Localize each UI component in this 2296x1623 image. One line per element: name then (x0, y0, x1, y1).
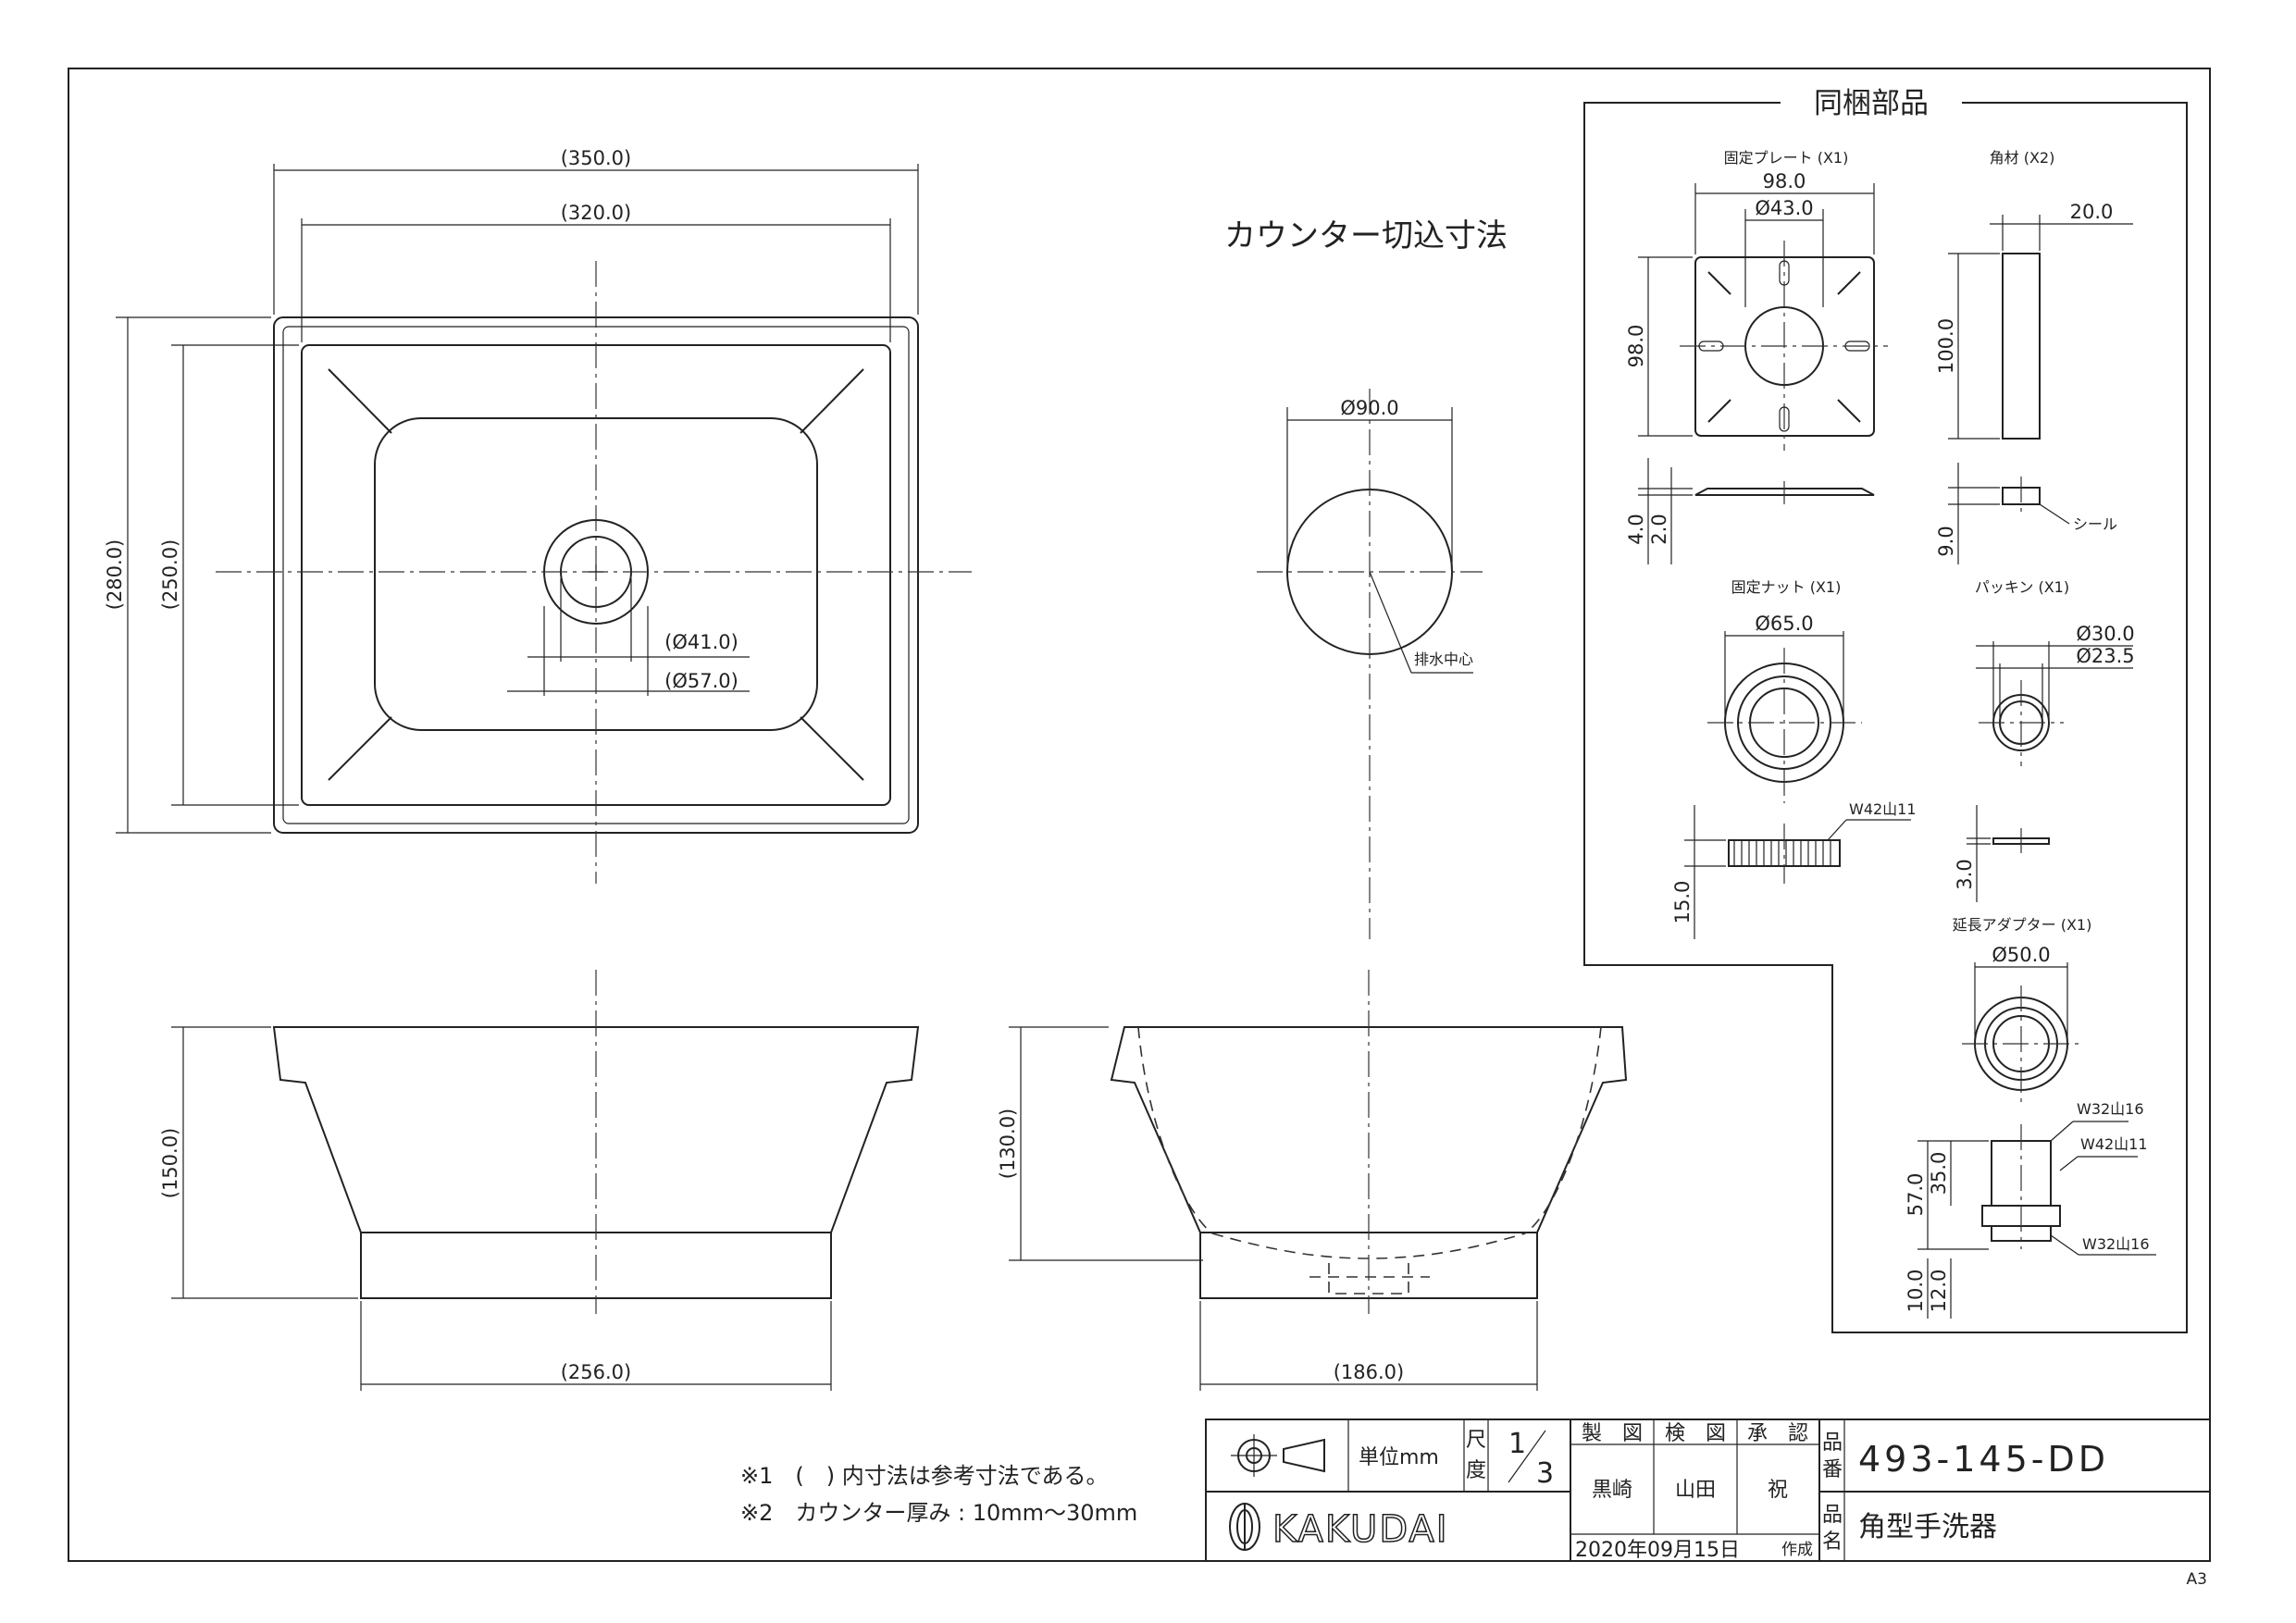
drawn-label: 製 図 (1582, 1422, 1643, 1445)
note-2: ※2 カウンター厚み : 10mm〜30mm (740, 1500, 1137, 1526)
seal-label: シール (2073, 515, 2117, 533)
dim-width-320: (320.0) (561, 202, 632, 224)
approved-label: 承 認 (1747, 1422, 1808, 1445)
adapter-label: 延長アダプター (X1) (1953, 916, 2092, 934)
included-parts-panel: 同梱部品 固定プレート (X1) 98.0 Ø43.0 98.0 4.0 (1583, 87, 2188, 1333)
adapter-thread-bottom: W32山16 (2082, 1235, 2150, 1253)
side-dim-186: (186.0) (1334, 1361, 1405, 1383)
adapter-dim-total: 57.0 (1905, 1173, 1927, 1217)
checked-label: 検 図 (1665, 1422, 1726, 1445)
front-basin-outline (272, 1026, 920, 1299)
part-number: 493-145-DD (1858, 1439, 2109, 1480)
side-dim-130: (130.0) (997, 1109, 1019, 1180)
plate-dim-hole: Ø43.0 (1755, 197, 1813, 219)
dim-drain-57: (Ø57.0) (664, 670, 738, 692)
adapter-dim-lower2: 12.0 (1928, 1270, 1950, 1313)
counter-cutout: カウンター切込寸法 Ø90.0 排水中心 (1224, 217, 1508, 939)
plate-dim-width: 98.0 (1763, 170, 1806, 192)
nut-dim-diameter: Ø65.0 (1755, 613, 1813, 635)
kakudai-logo: KAKUDAI (1229, 1503, 1449, 1552)
packing-dim-outer: Ø30.0 (2076, 623, 2134, 645)
date: 2020年09月15日 (1575, 1539, 1740, 1562)
sheet-border (68, 68, 2211, 1562)
scale-numerator: 1 (1508, 1428, 1526, 1460)
checked-by: 山田 (1675, 1479, 1716, 1502)
nut-label: 固定ナット (X1) (1731, 578, 1842, 596)
bar-dim-width: 20.0 (2070, 201, 2114, 223)
name-label-1: 品 (1822, 1504, 1843, 1527)
note-1: ※1 ( ) 内寸法は参考寸法である。 (740, 1463, 1109, 1489)
parts-panel-border (1583, 102, 2188, 1333)
parts-panel-title: 同梱部品 (1814, 87, 1929, 120)
title-block: 単位mm 尺 度 1 3 製 図 検 図 承 認 黒崎 山田 祝 2020年09… (1205, 1419, 2211, 1562)
front-dim-256: (256.0) (561, 1361, 632, 1383)
plate-label: 固定プレート (X1) (1724, 149, 1849, 167)
bar-dim-thickness: 9.0 (1935, 526, 1957, 556)
drawn-by: 黒崎 (1592, 1479, 1632, 1502)
approved-by: 祝 (1768, 1479, 1788, 1502)
created-label: 作成 (1781, 1541, 1813, 1559)
cutout-title: カウンター切込寸法 (1224, 217, 1508, 254)
adapter-dim-lower1: 10.0 (1905, 1270, 1927, 1313)
adapter-dim-diameter: Ø50.0 (1992, 944, 2050, 966)
packing-dim-inner: Ø23.5 (2076, 645, 2134, 667)
front-dim-150: (150.0) (159, 1128, 181, 1199)
side-view: (130.0) (186.0) (997, 970, 1628, 1391)
packing-dim-thickness: 3.0 (1954, 859, 1976, 889)
side-basin-outline (1110, 1026, 1628, 1299)
scale-label-1: 尺 (1466, 1429, 1486, 1452)
nut-dim-height: 15.0 (1671, 881, 1694, 924)
adapter-thread-top: W32山16 (2077, 1100, 2144, 1118)
drain-center-label: 排水中心 (1414, 650, 1473, 668)
dim-drain-41: (Ø41.0) (664, 631, 738, 653)
unit-label: 単位mm (1359, 1446, 1439, 1469)
name-label-2: 名 (1822, 1530, 1843, 1554)
cutout-dim-90: Ø90.0 (1340, 397, 1398, 419)
projection-symbol (1231, 1434, 1325, 1477)
plan-view: (350.0) (320.0) (280.0) (250.0) (Ø41.0) … (104, 147, 972, 884)
plate-dim-t1: 4.0 (1625, 514, 1647, 544)
scale-label-2: 度 (1466, 1459, 1486, 1482)
part-no-label-1: 品 (1822, 1431, 1843, 1455)
front-view: (150.0) (256.0) (159, 970, 920, 1391)
adapter-thread-mid: W42山11 (2080, 1135, 2148, 1153)
bar-outline (2002, 253, 2041, 440)
part-name: 角型手洗器 (1858, 1511, 1997, 1543)
dim-height-250: (250.0) (159, 539, 181, 611)
bar-dim-length: 100.0 (1935, 318, 1957, 374)
plate-dim-height: 98.0 (1625, 325, 1647, 368)
company-wordmark: KAKUDAI (1272, 1508, 1449, 1551)
dim-height-280: (280.0) (104, 539, 126, 611)
packing-label: パッキン (X1) (1975, 578, 2069, 596)
scale-denominator: 3 (1536, 1457, 1554, 1490)
dim-width-350: (350.0) (561, 147, 632, 169)
plate-dim-t2: 2.0 (1648, 514, 1670, 544)
bar-label: 角材 (X2) (1990, 149, 2055, 167)
nut-thread-label: W42山11 (1849, 800, 1917, 818)
adapter-dim-upper: 35.0 (1928, 1152, 1950, 1196)
sheet-size: A3 (2187, 1570, 2207, 1589)
notes: ※1 ( ) 内寸法は参考寸法である。 ※2 カウンター厚み : 10mm〜30… (740, 1463, 1137, 1526)
part-no-label-2: 番 (1822, 1458, 1843, 1481)
